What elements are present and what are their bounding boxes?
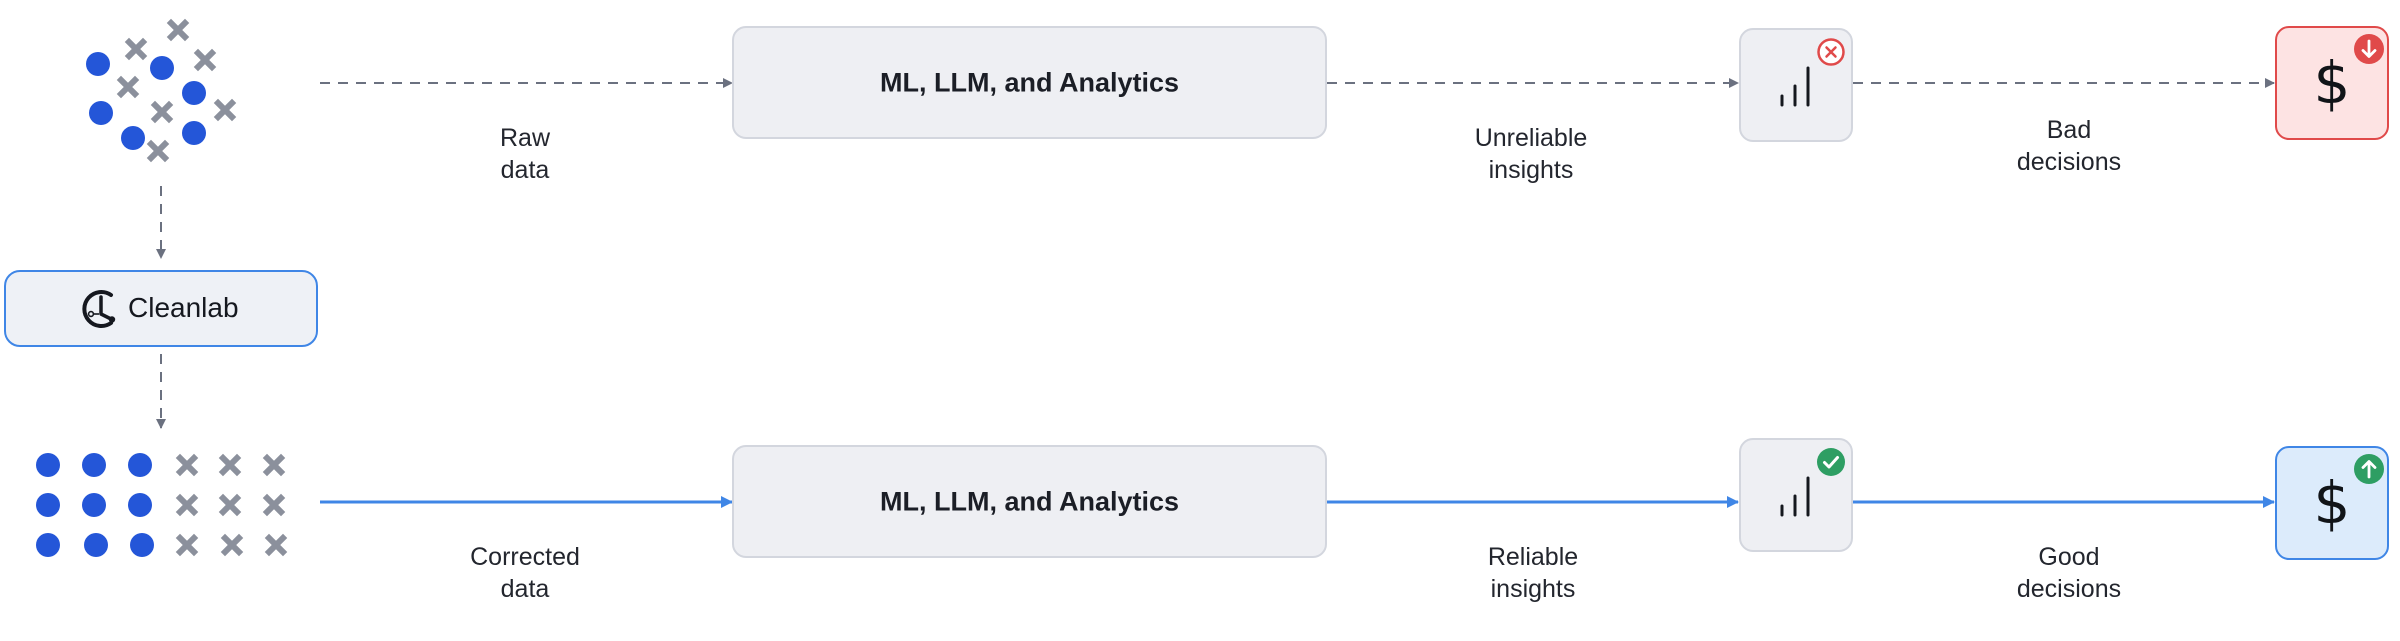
dollar-icon: $ [2313, 49, 2351, 117]
caption-line: Reliable [1487, 543, 1579, 571]
cross-mark-icon [175, 453, 288, 557]
data-dot [36, 533, 60, 557]
caption-bad-decisions: Bad decisions [1939, 114, 2199, 178]
caption-line: Good [2038, 543, 2100, 571]
caption-line: Bad [2046, 116, 2092, 144]
insight-box-top [1739, 28, 1853, 142]
caption-line: Raw [499, 124, 550, 152]
process-label: ML, LLM, and Analytics [879, 67, 1180, 97]
data-dot [128, 493, 152, 517]
data-dot [128, 453, 152, 477]
check-circle-icon [1817, 448, 1845, 476]
cross-mark-icon [116, 18, 237, 163]
cleanlab-label: Cleanlab [128, 292, 239, 323]
caption-line: decisions [2016, 148, 2122, 176]
data-dot [82, 493, 106, 517]
cleanlab-logo-icon [82, 290, 116, 328]
cleanlab-box: Cleanlab [4, 270, 318, 347]
data-dot [82, 453, 106, 477]
caption-line: insights [1490, 575, 1576, 603]
raw-data-cluster [86, 18, 237, 163]
data-dot [36, 453, 60, 477]
decision-box-bad: $ [2275, 26, 2389, 140]
data-dot [182, 121, 206, 145]
arrow-up-icon [2354, 454, 2384, 484]
caption-raw-data: Raw data [395, 122, 655, 186]
insight-box-bottom [1739, 438, 1853, 552]
corrected-data-grid [36, 453, 288, 557]
caption-reliable-insights: Reliable insights [1403, 541, 1663, 605]
dollar-icon: $ [2313, 469, 2351, 537]
caption-corrected-data: Corrected data [395, 541, 655, 605]
caption-line: Corrected [470, 543, 580, 571]
caption-line: insights [1488, 156, 1574, 184]
caption-unreliable-insights: Unreliable insights [1401, 122, 1661, 186]
data-dot [84, 533, 108, 557]
bar-chart-icon [1780, 476, 1810, 517]
x-circle-icon [1817, 38, 1845, 66]
caption-good-decisions: Good decisions [1939, 541, 2199, 605]
caption-line: data [500, 156, 550, 184]
caption-line: Unreliable [1474, 124, 1588, 152]
data-dot [150, 56, 174, 80]
arrow-down-icon [2354, 34, 2384, 64]
data-dot [89, 101, 113, 125]
data-dot [36, 493, 60, 517]
bar-chart-icon [1780, 66, 1810, 107]
process-box-top: ML, LLM, and Analytics [732, 26, 1327, 139]
data-dot [130, 533, 154, 557]
data-dot [86, 52, 110, 76]
caption-line: decisions [2016, 575, 2122, 603]
decision-box-good: $ [2275, 446, 2389, 560]
data-dot [121, 126, 145, 150]
caption-line: data [500, 575, 550, 603]
process-label: ML, LLM, and Analytics [879, 486, 1180, 516]
process-box-bottom: ML, LLM, and Analytics [732, 445, 1327, 558]
data-dot [182, 81, 206, 105]
